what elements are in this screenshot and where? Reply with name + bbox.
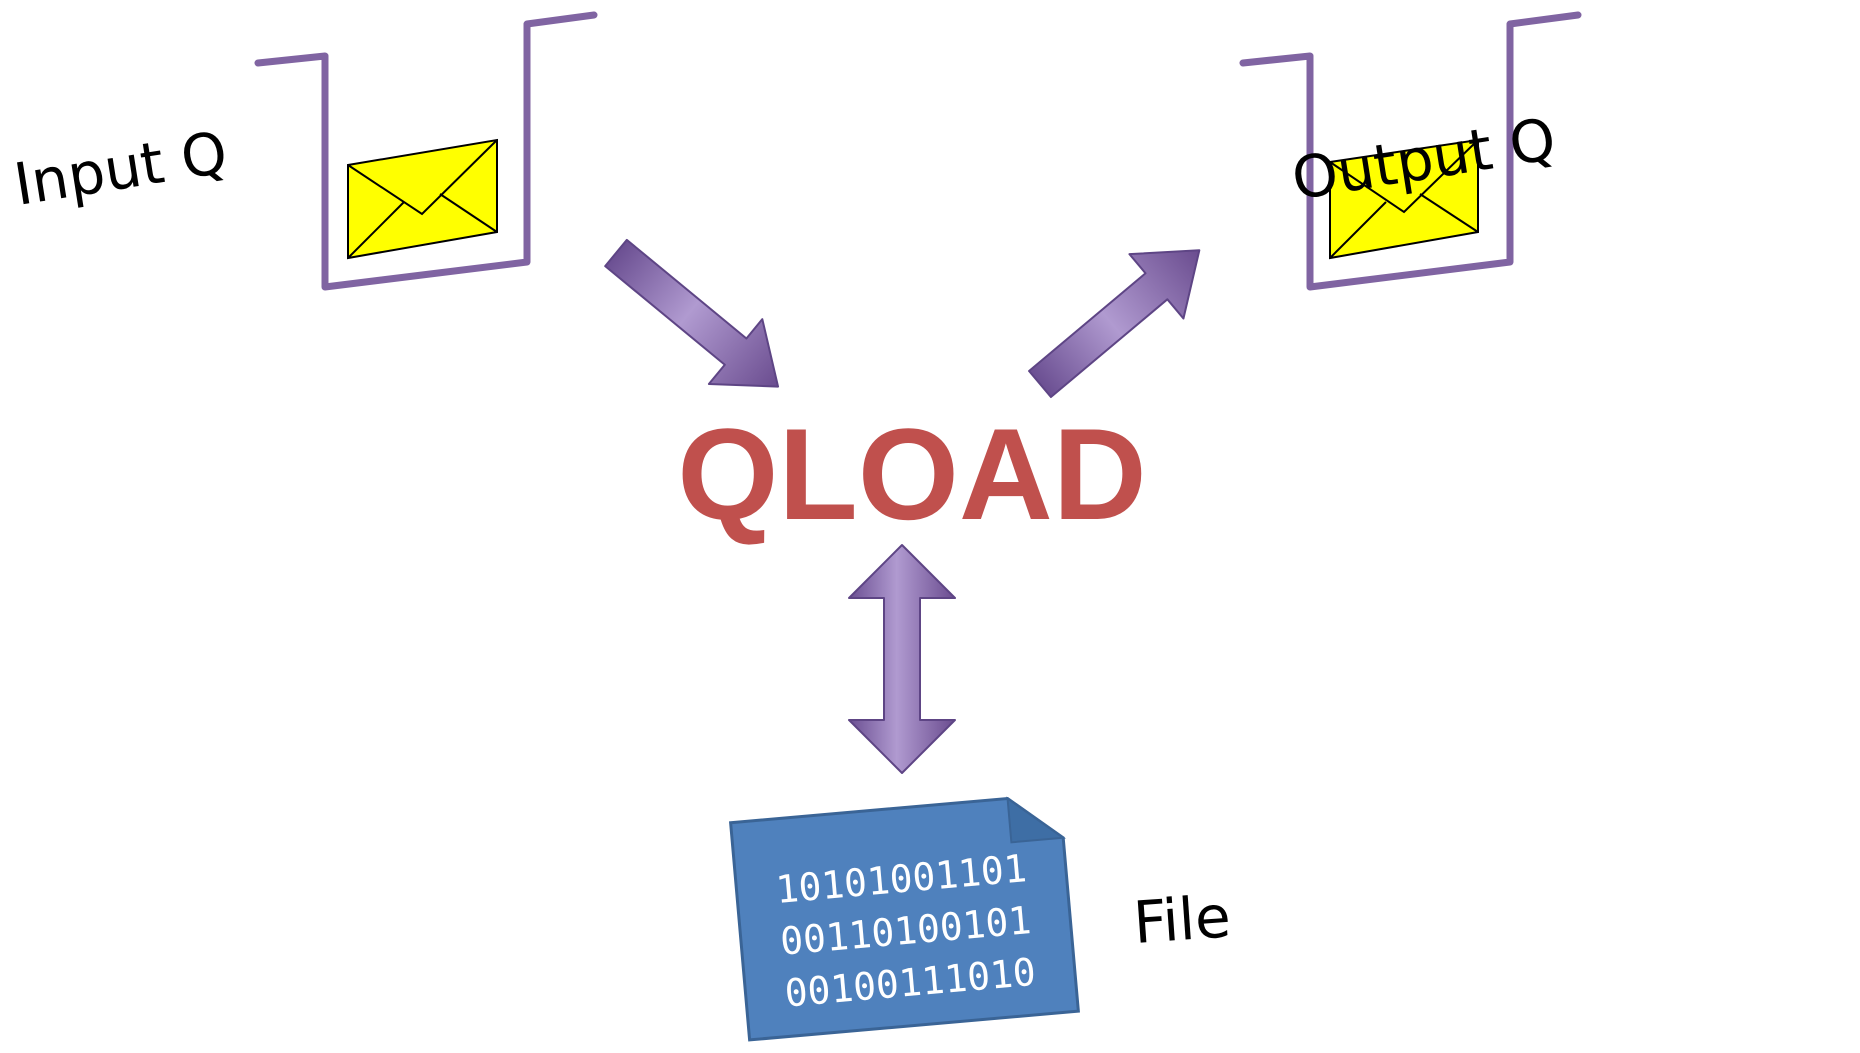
file-document: 10101001101 00110100101 00100111010 <box>728 796 1080 1042</box>
output-queue-container <box>1239 11 1582 291</box>
qload-title: QLOAD <box>677 401 1146 547</box>
input-queue-container <box>254 11 598 291</box>
input-queue: Input Q <box>10 11 598 291</box>
arrow-qload-to-output <box>1028 249 1201 399</box>
envelope-icon <box>1329 138 1479 260</box>
arrow-qload-file-bidirectional <box>848 544 956 774</box>
output-queue: Output Q <box>1239 11 1582 291</box>
envelope-icon <box>347 138 498 260</box>
file-label: File <box>1131 882 1233 957</box>
input-queue-label: Input Q <box>10 118 232 219</box>
arrow-input-to-qload <box>604 238 780 388</box>
document-icon <box>728 796 1080 1042</box>
